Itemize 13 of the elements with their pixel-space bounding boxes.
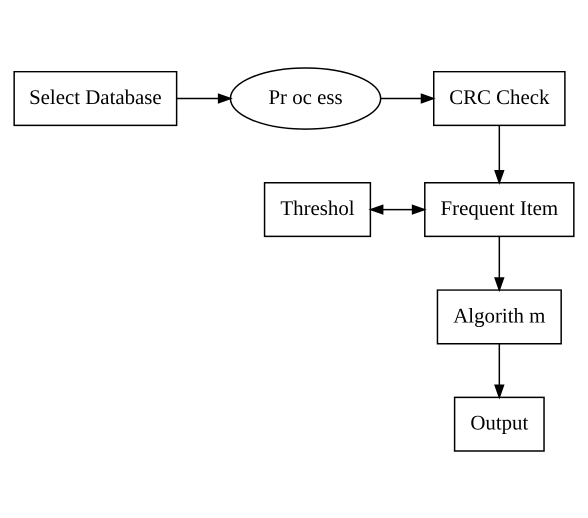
- arrow: [494, 125, 505, 184]
- arrow: [176, 92, 233, 104]
- node-ellipse: Pr oc ess: [230, 66, 382, 130]
- arrow: [368, 204, 427, 214]
- node-box: Threshol: [264, 182, 372, 237]
- arrow: [494, 344, 505, 399]
- node-box: CRC Check: [433, 70, 566, 126]
- arrow: [380, 92, 436, 104]
- node-box: Algorith m: [436, 288, 562, 344]
- arrow: [494, 236, 505, 292]
- node-box: Output: [454, 396, 545, 452]
- node-box: Select Database: [13, 70, 178, 126]
- node-box: Frequent Item: [424, 182, 575, 237]
